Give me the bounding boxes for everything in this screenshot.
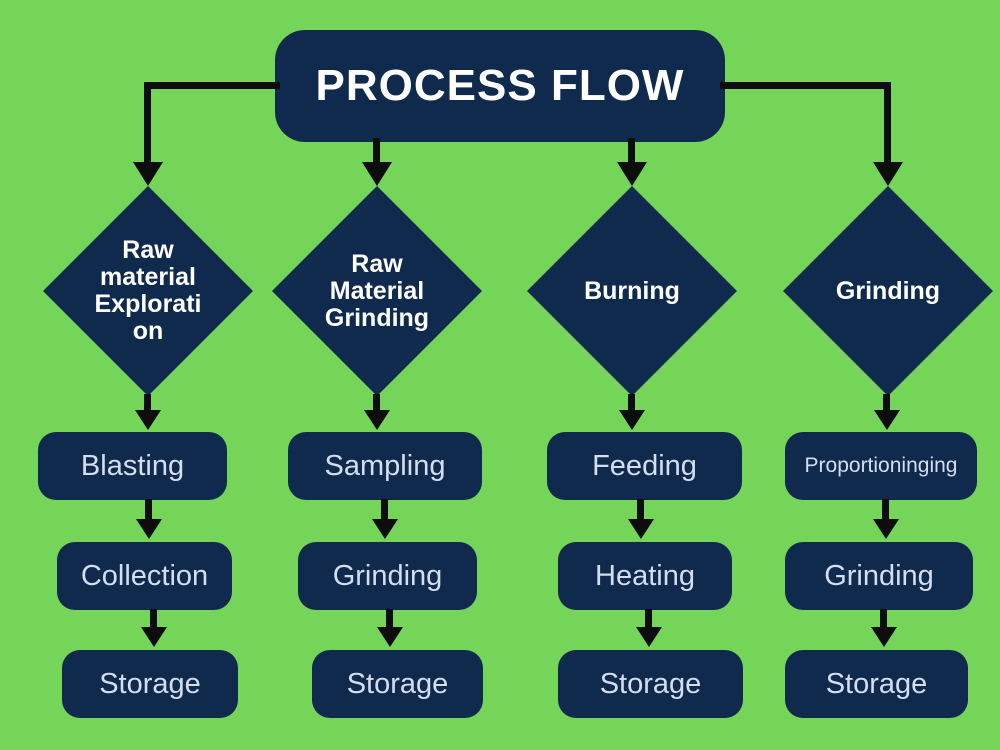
step-label: Feeding xyxy=(592,449,697,482)
connector-line xyxy=(628,138,635,166)
connector-line xyxy=(373,138,380,166)
connector-line xyxy=(880,609,887,629)
step-proportioninging: Proportioninging xyxy=(785,432,977,500)
connector-line xyxy=(144,82,151,164)
connector-line xyxy=(637,499,644,521)
connector-line xyxy=(146,82,280,89)
diamond-burning: Burning xyxy=(527,186,737,396)
arrowhead-down-icon xyxy=(617,162,647,186)
step-storage-2: Storage xyxy=(312,650,483,718)
title-node: PROCESS FLOW xyxy=(275,30,725,142)
connector-line xyxy=(645,609,652,629)
step-collection: Collection xyxy=(57,542,232,610)
connector-line xyxy=(720,82,890,89)
arrowhead-down-icon xyxy=(364,410,390,430)
arrowhead-down-icon xyxy=(372,519,398,539)
arrowhead-down-icon xyxy=(636,627,662,647)
step-label: Heating xyxy=(595,559,695,592)
step-storage-1: Storage xyxy=(62,650,238,718)
connector-line xyxy=(381,499,388,521)
diamond-grinding: Grinding xyxy=(783,186,993,396)
arrowhead-down-icon xyxy=(874,410,900,430)
step-label: Grinding xyxy=(332,559,443,592)
step-label: Storage xyxy=(99,667,201,700)
arrowhead-down-icon xyxy=(873,162,903,186)
connector-line xyxy=(882,499,889,521)
step-label: Storage xyxy=(825,667,928,700)
arrowhead-down-icon xyxy=(873,519,899,539)
connector-line xyxy=(386,609,393,629)
connector-line xyxy=(883,394,890,412)
step-label: Storage xyxy=(346,667,449,700)
arrowhead-down-icon xyxy=(135,410,161,430)
step-label: Blasting xyxy=(80,449,185,482)
connector-line xyxy=(373,394,380,412)
connector-line xyxy=(144,394,151,412)
arrowhead-down-icon xyxy=(141,627,167,647)
arrowhead-down-icon xyxy=(619,410,645,430)
step-feeding: Feeding xyxy=(547,432,742,500)
arrowhead-down-icon xyxy=(362,162,392,186)
connector-line xyxy=(145,499,152,521)
step-storage-4: Storage xyxy=(785,650,968,718)
connector-line xyxy=(150,609,157,629)
diamond-label: Burning xyxy=(584,276,680,305)
step-heating: Heating xyxy=(558,542,732,610)
step-blasting: Blasting xyxy=(38,432,227,500)
diamond-label: Raw Material Grinding xyxy=(324,249,430,332)
connector-line xyxy=(628,394,635,412)
step-label: Grinding xyxy=(824,559,934,592)
step-label: Proportioninging xyxy=(804,454,958,477)
arrowhead-down-icon xyxy=(871,627,897,647)
step-sampling: Sampling xyxy=(288,432,482,500)
title-label: PROCESS FLOW xyxy=(315,61,685,110)
diamond-raw-material-grinding: Raw Material Grinding xyxy=(272,186,482,396)
step-label: Collection xyxy=(80,559,209,592)
arrowhead-down-icon xyxy=(136,519,162,539)
arrowhead-down-icon xyxy=(377,627,403,647)
connector-line xyxy=(884,82,891,164)
step-grinding-2: Grinding xyxy=(298,542,477,610)
step-label: Sampling xyxy=(324,449,446,482)
step-grinding-4: Grinding xyxy=(785,542,973,610)
diamond-label: Grinding xyxy=(835,276,941,305)
arrowhead-down-icon xyxy=(133,162,163,186)
step-label: Storage xyxy=(599,667,702,700)
step-storage-3: Storage xyxy=(558,650,743,718)
diamond-label: Raw material Explorati on xyxy=(94,236,202,345)
arrowhead-down-icon xyxy=(628,519,654,539)
diamond-raw-material-exploration: Raw material Explorati on xyxy=(43,186,253,396)
